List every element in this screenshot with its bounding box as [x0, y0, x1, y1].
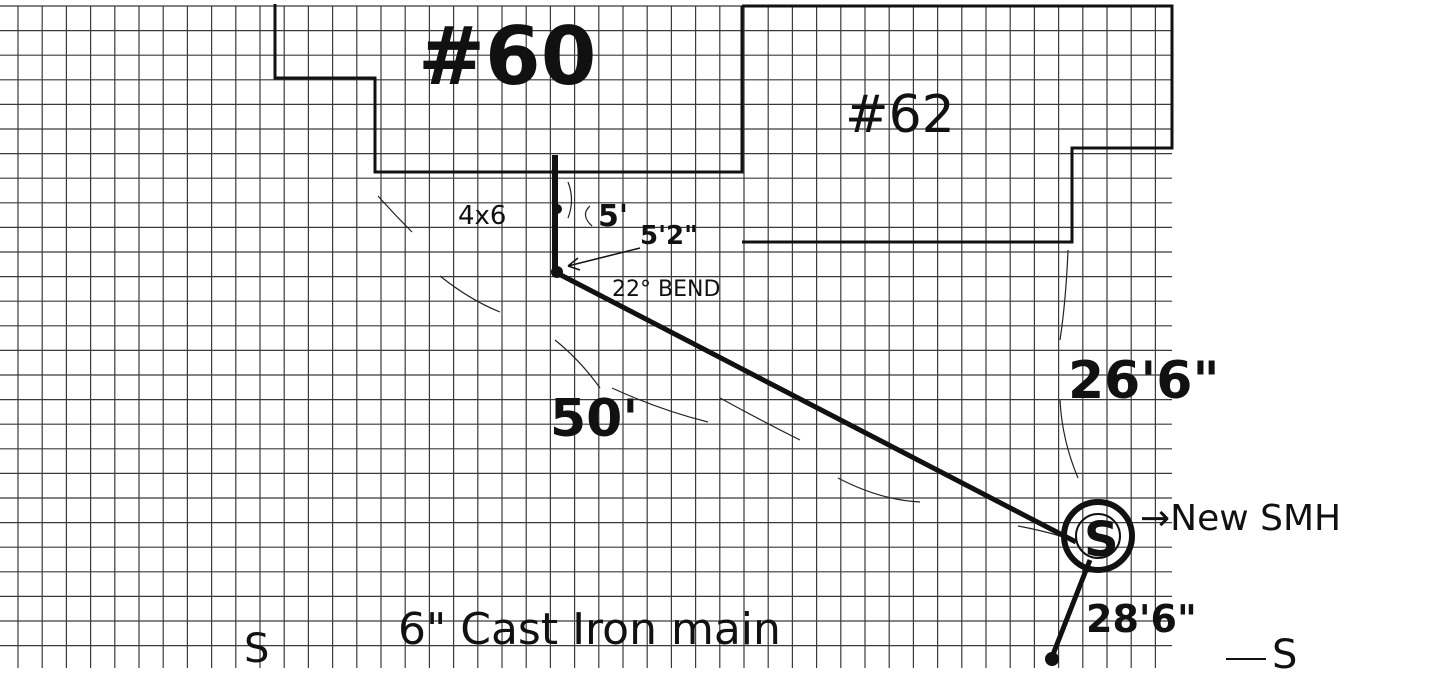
building-62-label: #62	[845, 85, 955, 145]
graph-paper-grid	[0, 5, 1172, 668]
building-62-outline	[742, 4, 1174, 244]
cast-iron-main-label: 6" Cast Iron main	[398, 604, 781, 655]
bend-arrow	[567, 247, 641, 271]
run-length-label: 50'	[550, 389, 638, 449]
dimension-26ft6in-label: 26'6"	[1068, 351, 1220, 411]
dimension-5ft-label: 5'	[598, 199, 628, 234]
main-symbol-right: S	[1272, 632, 1297, 674]
wye-fitting-node	[552, 204, 562, 214]
new-manhole-note: →New SMH	[1140, 498, 1341, 539]
manhole-symbol-label: S	[1084, 512, 1119, 568]
building-60-label: #60	[418, 10, 596, 103]
new-manhole-symbol	[1061, 499, 1135, 573]
dimension-5ft2in-label: 5'2"	[640, 221, 698, 251]
bend-node	[551, 266, 563, 278]
fitting-size-label: 4x6	[458, 201, 506, 231]
building-60-outline	[273, 4, 744, 174]
main-connection-node	[1045, 652, 1059, 666]
bend-label: 22° BEND	[612, 277, 720, 302]
manhole-inner-ring	[1075, 513, 1121, 559]
main-symbol-left: S	[244, 626, 269, 672]
lateral-diagonal-pipe	[553, 269, 1078, 545]
manhole-to-main-pipe	[1049, 559, 1093, 658]
dimension-28ft6in-label: 28'6"	[1086, 597, 1197, 641]
